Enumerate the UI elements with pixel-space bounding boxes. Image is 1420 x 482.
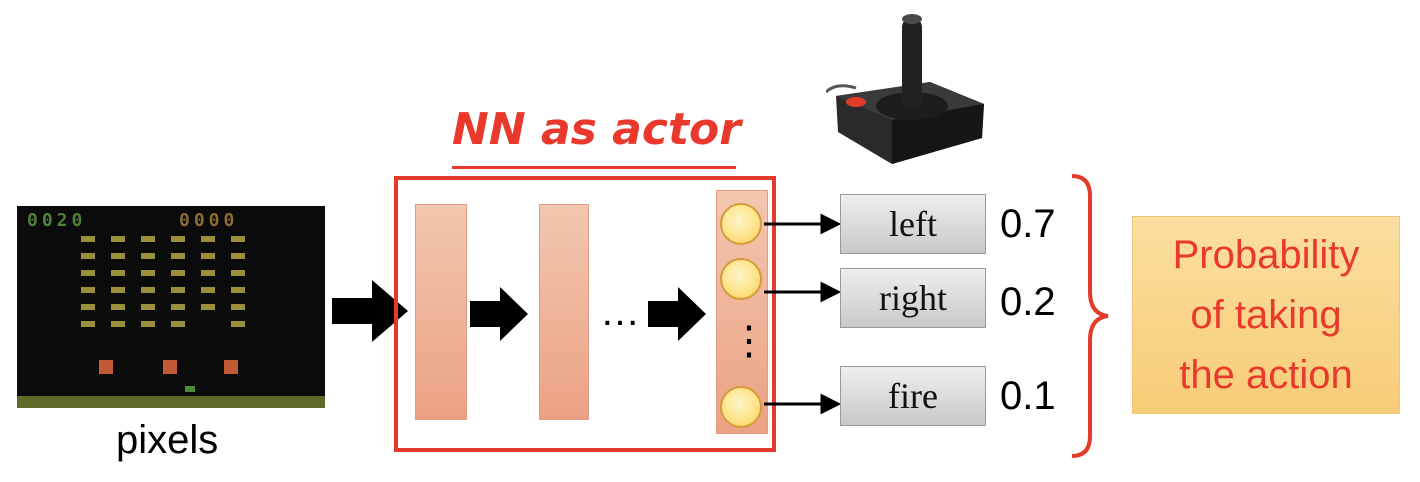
score-player1: 0020 — [27, 210, 86, 231]
prob-fire: 0.1 — [1000, 374, 1056, 418]
input-arrow — [332, 280, 408, 342]
nn-actor-box — [394, 176, 776, 452]
ground — [17, 396, 325, 408]
invader-grid — [81, 236, 245, 327]
game-screen-image: 0020 0000 — [17, 206, 325, 408]
action-right-box: right — [840, 268, 986, 328]
input-label: pixels — [116, 418, 219, 462]
output-vertical-ellipsis: ⋮ — [729, 319, 769, 363]
player-cannon — [185, 386, 195, 392]
prob-left: 0.7 — [1000, 202, 1056, 246]
title-underline — [452, 166, 736, 169]
probability-summary-box: Probability of taking the action — [1132, 216, 1400, 414]
diagram-title: NN as actor — [452, 104, 741, 155]
hidden-layer-1 — [415, 204, 467, 420]
bunkers — [99, 360, 238, 374]
right-curly-brace — [1071, 174, 1109, 458]
layer-arrow-1 — [470, 287, 528, 341]
action-fire-box: fire — [840, 366, 986, 426]
output-neuron-left — [720, 203, 762, 245]
output-arrows — [764, 213, 840, 414]
prob-right: 0.2 — [1000, 280, 1056, 324]
layers-ellipsis: … — [600, 290, 640, 334]
summary-line-2: of taking — [1190, 293, 1342, 337]
score-player2: 0000 — [179, 210, 238, 231]
summary-line-3: the action — [1179, 353, 1353, 397]
hidden-layer-2 — [539, 204, 589, 420]
output-neuron-fire — [720, 386, 762, 428]
output-neuron-right — [720, 258, 762, 300]
summary-line-1: Probability — [1172, 233, 1360, 277]
action-left-box: left — [840, 194, 986, 254]
layer-arrow-2 — [648, 287, 706, 341]
joystick-icon — [826, 14, 984, 164]
